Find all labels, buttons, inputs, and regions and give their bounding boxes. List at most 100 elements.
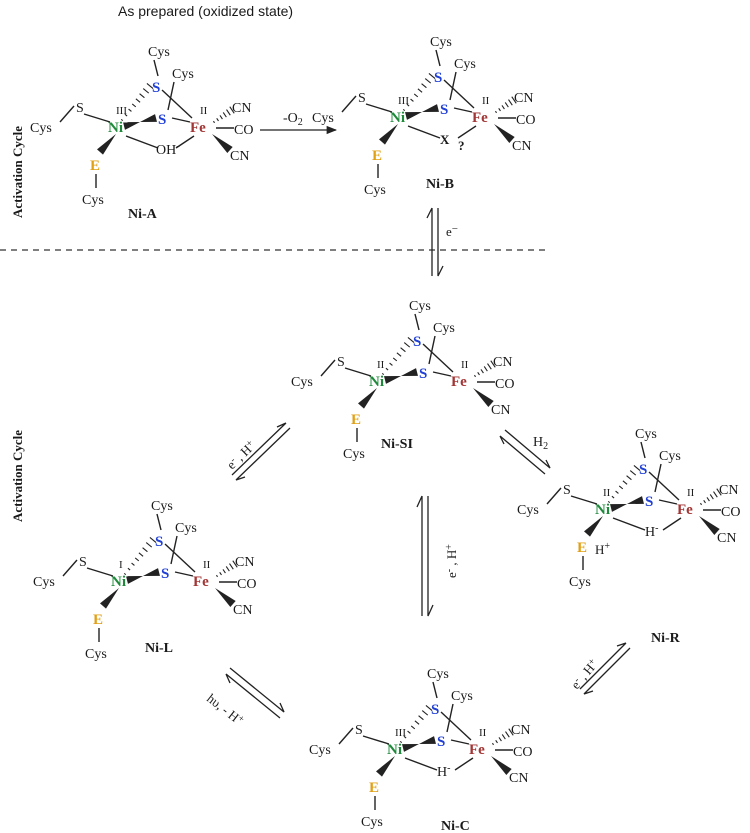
hashed-bond <box>229 563 234 570</box>
hashed-bond <box>407 337 415 343</box>
hashed-bond <box>424 78 432 84</box>
fe-atom: Fe <box>677 502 693 518</box>
wedge-bond <box>100 588 119 609</box>
hashed-bond <box>607 500 611 504</box>
bond <box>453 107 473 113</box>
hashed-bond <box>716 488 722 496</box>
hashed-bond <box>128 108 132 112</box>
s-atom-top: S <box>152 80 160 96</box>
oh-bridge: OH- <box>156 141 180 158</box>
wedge-bond <box>402 744 419 752</box>
bond <box>612 517 646 531</box>
bond <box>62 559 78 577</box>
bond <box>83 113 111 123</box>
x-bridge: X <box>440 132 450 147</box>
fe-atom: Fe <box>193 574 209 590</box>
cys-upper-right-label: Cys <box>433 321 455 336</box>
s-atom-terminal: S <box>355 723 363 738</box>
hashed-bond <box>490 360 496 368</box>
cys-left-label: Cys <box>30 121 52 136</box>
hashed-bond <box>410 725 416 730</box>
bond <box>662 517 682 531</box>
hashed-bond <box>124 113 128 117</box>
hashed-bond <box>406 103 410 107</box>
hashed-bond <box>508 728 514 736</box>
hashed-bond <box>611 495 615 499</box>
hashed-bond <box>142 547 148 553</box>
hashed-bond <box>219 115 223 120</box>
hashed-bond <box>626 475 632 481</box>
bond <box>161 89 193 119</box>
svg-text:e- , H+: e- , H+ <box>224 438 259 473</box>
hashed-bond <box>402 108 406 112</box>
ni-atom: Ni <box>595 502 610 518</box>
fe-oxidation-state: II <box>482 95 490 107</box>
svg-text:hυ, - H+: hυ, - H+ <box>204 691 247 729</box>
hydride-bridge: H- <box>437 763 450 780</box>
hashed-bond <box>222 112 227 118</box>
s-atom-middle: S <box>437 734 445 750</box>
hashed-bond <box>511 96 517 104</box>
co-ligand: CO <box>237 577 256 592</box>
cys-upper-right-label: Cys <box>454 57 476 72</box>
bond <box>449 71 457 101</box>
hashed-bond <box>145 542 153 548</box>
wedge-bond <box>610 504 627 512</box>
fe-oxidation-state: II <box>200 105 208 117</box>
bond <box>454 757 474 771</box>
hashed-bond <box>473 374 477 378</box>
cys-top-label: Cys <box>409 299 431 314</box>
equilibrium-nib-nisi <box>426 207 444 277</box>
ni-oxidation-state: III <box>116 105 127 117</box>
wedge-bond <box>627 496 644 504</box>
bond <box>640 441 646 459</box>
cys-top-label: Cys <box>151 499 173 514</box>
hashed-bond <box>487 363 492 370</box>
cys-bottom-label: Cys <box>364 183 386 198</box>
state-label: Ni-B <box>426 177 454 192</box>
hashed-bond <box>389 362 393 366</box>
label-activation-cycle-bottom: Activation Cycle <box>10 430 25 522</box>
wedge-bond <box>212 134 233 153</box>
wedge-bond <box>401 368 418 376</box>
s-atom-middle: S <box>419 366 427 382</box>
bond <box>414 313 420 331</box>
cn-ligand-lower: CN <box>717 531 736 546</box>
cn-ligand-lower: CN <box>512 139 531 154</box>
bond <box>174 571 194 577</box>
state-label: Ni-A <box>128 207 158 222</box>
hashed-bond <box>633 465 641 471</box>
cn-ligand-lower: CN <box>230 149 249 164</box>
wedge-bond <box>97 134 116 155</box>
state-label: Ni-R <box>651 631 681 646</box>
label-activation-cycle-top: Activation Cycle <box>10 126 25 218</box>
wedge-bond <box>473 388 494 407</box>
ni-oxidation-state: I <box>119 559 123 571</box>
hashed-bond <box>508 99 513 106</box>
hashed-bond <box>142 88 150 94</box>
hashed-bond <box>229 106 235 114</box>
hashed-bond <box>216 117 219 122</box>
equilibrium-nisi-nic <box>416 495 434 617</box>
e-atom: E <box>93 612 103 628</box>
cn-ligand-upper: CN <box>235 555 254 570</box>
ni-atom: Ni <box>111 574 126 590</box>
ni-oxidation-state: II <box>603 487 611 499</box>
co-ligand: CO <box>495 377 514 392</box>
hashed-bond <box>232 560 238 568</box>
cys-bottom-label: Cys <box>569 575 591 590</box>
wedge-bond <box>379 124 398 145</box>
cys-upper-right-label: Cys <box>175 521 197 536</box>
hashed-bond <box>428 73 436 79</box>
hashed-bond <box>699 502 703 506</box>
cys-bottom-label: Cys <box>343 447 365 462</box>
hashed-bond <box>477 371 480 376</box>
equilibrium-nir-nic <box>579 642 631 695</box>
cn-ligand-lower: CN <box>233 603 252 618</box>
hydride-bridge: H- <box>645 523 658 540</box>
